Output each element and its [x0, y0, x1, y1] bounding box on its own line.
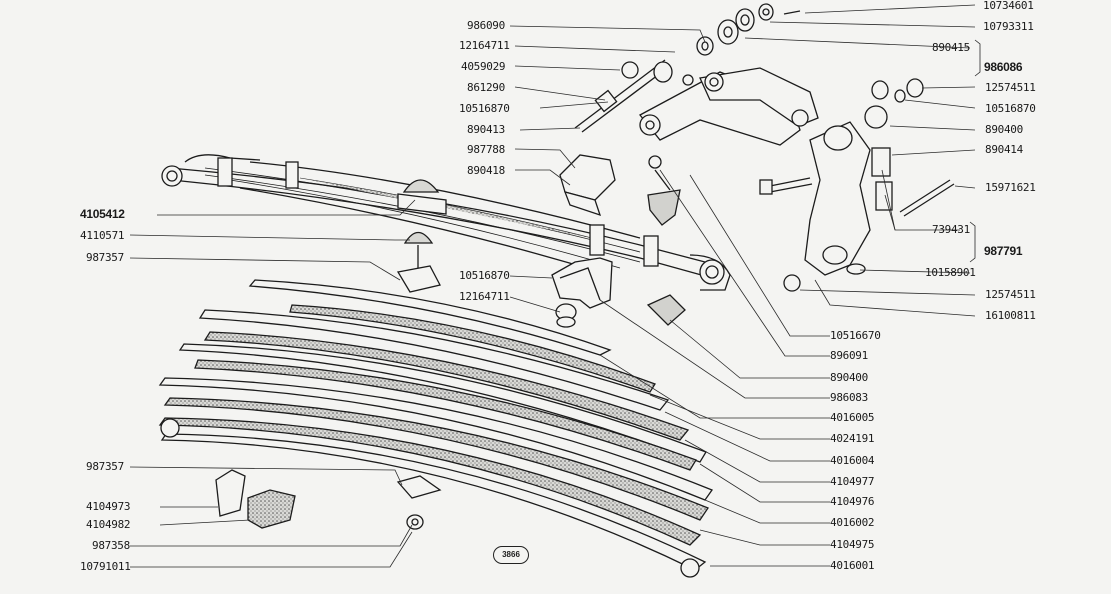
part-label: 10793311: [983, 20, 1034, 33]
part-label: 10516670: [830, 329, 881, 342]
part-label: 739431: [932, 223, 970, 236]
part-label: 10791011: [80, 560, 131, 573]
part-label: 890413: [467, 123, 505, 136]
part-label: 890418: [467, 164, 505, 177]
part-label: 861290: [467, 81, 505, 94]
part-label: 4110571: [80, 229, 125, 242]
part-label: 987358: [92, 539, 130, 552]
part-label: 12164711: [459, 39, 510, 52]
part-label: 986090: [467, 19, 505, 32]
part-label: 987357: [86, 460, 124, 473]
part-label: 890414: [985, 143, 1023, 156]
part-label: 12574511: [985, 288, 1036, 301]
part-label: 4016001: [830, 559, 875, 572]
part-label: 15971621: [985, 181, 1036, 194]
part-label: 890400: [830, 371, 868, 384]
bottom-parts: [215, 469, 442, 530]
part-label: 987788: [467, 143, 505, 156]
mid-parts: [396, 231, 686, 328]
part-label: 890400: [985, 123, 1023, 136]
part-label: 12574511: [985, 81, 1036, 94]
part-label: 10734601: [983, 0, 1034, 12]
part-label: 986086: [984, 60, 1023, 74]
page-number-badge: 3866: [493, 546, 529, 564]
part-label: 4105412: [80, 207, 125, 221]
part-label: 4104977: [830, 475, 875, 488]
part-label: 986083: [830, 391, 868, 404]
exploded-leaves: [158, 279, 714, 578]
part-label: 12164711: [459, 290, 510, 303]
part-label: 890415: [932, 41, 970, 54]
part-label: 896091: [830, 349, 868, 362]
part-label: 10158901: [925, 266, 976, 279]
main-leaf-spring-assembly: [161, 154, 731, 291]
part-label: 10516870: [985, 102, 1036, 115]
upper-linkage-parts: [559, 3, 819, 226]
part-label: 987791: [984, 244, 1023, 258]
part-label: 4104973: [86, 500, 131, 513]
part-label: 4016005: [830, 411, 875, 424]
part-label: 987357: [86, 251, 124, 264]
hanger-bracket: [759, 78, 955, 292]
part-label: 4104975: [830, 538, 875, 551]
part-label: 10516870: [459, 269, 510, 282]
part-label: 10516870: [459, 102, 510, 115]
leader-lines: [129, 4, 981, 568]
part-label: 4024191: [830, 432, 875, 445]
part-label: 4104982: [86, 518, 131, 531]
part-label: 16100811: [985, 309, 1036, 322]
part-label: 4016002: [830, 516, 875, 529]
part-label: 4104976: [830, 495, 875, 508]
part-label: 4059029: [461, 60, 506, 73]
part-label: 4016004: [830, 454, 875, 467]
